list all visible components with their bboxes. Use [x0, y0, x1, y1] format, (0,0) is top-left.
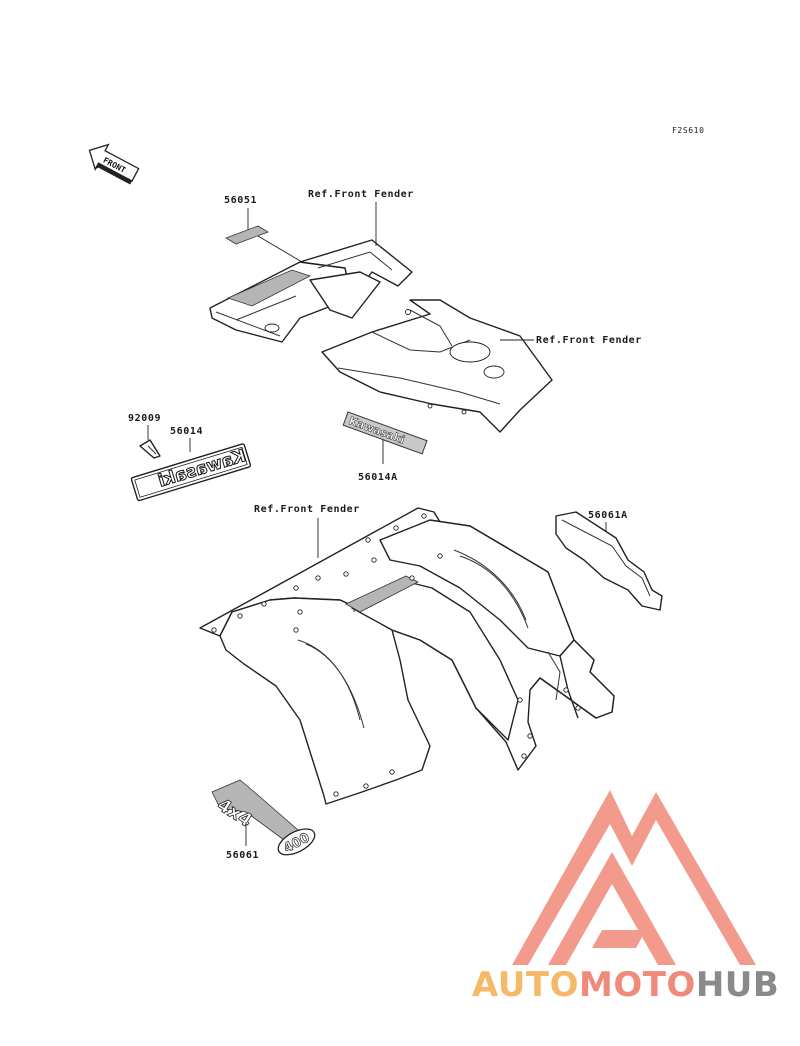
kawasaki-decal: Kawasaki	[342, 411, 428, 455]
watermark-text-moto: MOTO	[579, 965, 696, 1005]
diagram-code: F2S610	[672, 126, 705, 135]
upper-fender-assembly	[209, 239, 553, 433]
label-ref-front-fender-right: Ref.Front Fender	[536, 335, 642, 346]
screw-icon	[139, 439, 161, 459]
decal-56051	[225, 225, 269, 245]
label-ref-front-fender-top: Ref.Front Fender	[308, 189, 414, 200]
label-56061A: 56061A	[588, 510, 628, 521]
kawasaki-decal-text: Kawasaki	[347, 414, 407, 446]
kawasaki-decal-mirrored-text: Kawasaki	[156, 446, 248, 492]
watermark-text: AUTOMOTOHUB	[472, 965, 779, 1005]
decal-4x4-400: 4x4 400	[211, 779, 316, 857]
front-arrow-icon: FRONT	[88, 143, 140, 185]
rear-fender	[199, 507, 615, 805]
label-92009: 92009	[128, 413, 161, 424]
watermark-logo-icon	[512, 790, 756, 965]
label-ref-front-fender-mid: Ref.Front Fender	[254, 504, 360, 515]
label-56061: 56061	[226, 850, 259, 861]
watermark-text-hub: HUB	[696, 965, 779, 1005]
label-56014: 56014	[170, 426, 203, 437]
label-56051: 56051	[224, 195, 257, 206]
label-56014A: 56014A	[358, 472, 398, 483]
automotohub-watermark: AUTOMOTOHUB	[472, 790, 779, 1005]
fender-holes	[211, 513, 581, 797]
decal-56061A	[555, 511, 663, 611]
watermark-text-auto: AUTO	[472, 965, 579, 1005]
